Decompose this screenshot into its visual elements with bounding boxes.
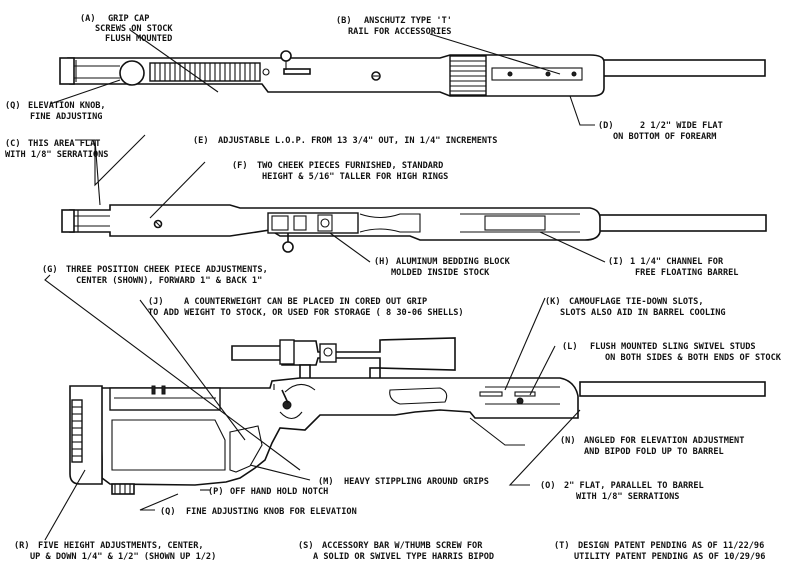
callout-G-line-2: CENTER (SHOWN), FORWARD 1" & BACK 1": [76, 276, 262, 286]
side-view-rifle-middle: [61, 204, 767, 253]
callout-Q-bottom-line-1: FINE ADJUSTING KNOB FOR ELEVATION: [186, 507, 357, 517]
callout-Q-top-letter: (Q): [5, 101, 21, 111]
callout-K-line-1: CAMOUFLAGE TIE-DOWN SLOTS,: [569, 297, 704, 307]
callout-L-letter: (L): [562, 342, 578, 352]
callout-P-line-1: OFF HAND HOLD NOTCH: [230, 487, 328, 497]
callout-Q-bottom: (Q) FINE ADJUSTING KNOB FOR ELEVATION: [160, 507, 357, 517]
callout-N-letter: (N): [560, 436, 576, 446]
callout-S-line-1: ACCESSORY BAR W/THUMB SCREW FOR: [322, 541, 483, 551]
callout-H-line-1: ALUMINUM BEDDING BLOCK: [396, 257, 511, 267]
callout-A: (A) GRIP CAP SCREWS ON STOCK FLUSH MOUNT…: [80, 14, 173, 44]
callout-G-line-1: THREE POSITION CHEEK PIECE ADJUSTMENTS,: [66, 265, 268, 275]
callout-E-line-1: ADJUSTABLE L.O.P. FROM 13 3/4" OUT, IN 1…: [218, 136, 497, 146]
callout-O: (O) 2" FLAT, PARALLEL TO BARREL WITH 1/8…: [540, 481, 704, 502]
callout-N: (N) ANGLED FOR ELEVATION ADJUSTMENT AND …: [560, 436, 744, 457]
callout-P: (P) OFF HAND HOLD NOTCH: [208, 487, 328, 497]
callout-M-letter: (M): [318, 477, 334, 487]
callout-Q-top-line-1: ELEVATION KNOB,: [28, 101, 106, 111]
callout-C: (C) THIS AREA FLAT WITH 1/8" SERRATIONS: [5, 139, 108, 160]
callout-H: (H) ALUMINUM BEDDING BLOCK MOLDED INSIDE…: [374, 257, 511, 278]
callout-F-line-2: HEIGHT & 5/16" TALLER FOR HIGH RINGS: [262, 172, 448, 182]
callout-L-line-2: ON BOTH SIDES & BOTH ENDS OF STOCK: [605, 353, 782, 363]
callout-O-letter: (O): [540, 481, 556, 491]
callout-G-letter: (G): [42, 265, 58, 275]
callout-T-line-1: DESIGN PATENT PENDING AS OF 11/22/96: [578, 541, 764, 551]
callout-F-line-1: TWO CHEEK PIECES FURNISHED, STANDARD: [257, 161, 443, 171]
callout-E: (E) ADJUSTABLE L.O.P. FROM 13 3/4" OUT, …: [193, 136, 497, 146]
callout-M-line-1: HEAVY STIPPLING AROUND GRIPS: [344, 477, 489, 487]
callout-K-letter: (K): [545, 297, 561, 307]
callout-N-line-1: ANGLED FOR ELEVATION ADJUSTMENT: [584, 436, 744, 446]
callout-Q-top-line-2: FINE ADJUSTING: [30, 112, 102, 122]
callout-O-line-1: 2" FLAT, PARALLEL TO BARREL: [564, 481, 704, 491]
callout-B-letter: (B): [336, 16, 352, 26]
side-view-rifle-bottom: [69, 337, 766, 495]
callout-R: (R) FIVE HEIGHT ADJUSTMENTS, CENTER, UP …: [14, 541, 216, 562]
callout-E-letter: (E): [193, 136, 209, 146]
callout-J: (J) A COUNTERWEIGHT CAN BE PLACED IN COR…: [148, 297, 464, 318]
callout-S-line-2: A SOLID OR SWIVEL TYPE HARRIS BIPOD: [313, 552, 494, 562]
callout-C-letter: (C): [5, 139, 21, 149]
callout-B-line-2: RAIL FOR ACCESSORIES: [348, 27, 451, 37]
callout-T: (T) DESIGN PATENT PENDING AS OF 11/22/96…: [554, 541, 765, 562]
callout-A-line-1: GRIP CAP: [108, 14, 149, 24]
top-view-rifle: [59, 50, 766, 97]
callout-J-letter: (J): [148, 297, 164, 307]
callout-C-line-2: WITH 1/8" SERRATIONS: [5, 150, 108, 160]
callout-C-line-1: THIS AREA FLAT: [28, 139, 100, 149]
callout-R-line-2: UP & DOWN 1/4" & 1/2" (SHOWN UP 1/2): [30, 552, 216, 562]
callout-A-line-3: FLUSH MOUNTED: [105, 34, 172, 44]
callout-H-letter: (H): [374, 257, 390, 267]
top-serrations: [154, 63, 256, 81]
callout-L: (L) FLUSH MOUNTED SLING SWIVEL STUDS ON …: [562, 342, 782, 363]
callout-S: (S) ACCESSORY BAR W/THUMB SCREW FOR A SO…: [298, 541, 494, 562]
callout-L-line-1: FLUSH MOUNTED SLING SWIVEL STUDS: [590, 342, 756, 352]
callout-R-letter: (R): [14, 541, 30, 551]
callout-I: (I) 1 1/4" CHANNEL FOR FREE FLOATING BAR…: [608, 257, 738, 278]
callout-D-line-1: 2 1/2" WIDE FLAT: [640, 121, 723, 131]
callout-B: (B) ANSCHUTZ TYPE 'T' RAIL FOR ACCESSORI…: [336, 16, 452, 37]
callout-D-line-2: ON BOTTOM OF FOREARM: [613, 132, 716, 142]
callout-T-letter: (T): [554, 541, 570, 551]
callout-J-line-2: TO ADD WEIGHT TO STOCK, OR USED FOR STOR…: [148, 308, 464, 318]
callout-S-letter: (S): [298, 541, 314, 551]
callout-D: (D) 2 1/2" WIDE FLAT ON BOTTOM OF FOREAR…: [598, 121, 723, 142]
callout-H-line-2: MOLDED INSIDE STOCK: [391, 268, 490, 278]
leader-lines: [44, 28, 606, 541]
callout-I-line-1: 1 1/4" CHANNEL FOR: [630, 257, 724, 267]
callout-J-line-1: A COUNTERWEIGHT CAN BE PLACED IN CORED O…: [184, 297, 427, 307]
callout-R-line-1: FIVE HEIGHT ADJUSTMENTS, CENTER,: [38, 541, 204, 551]
callout-Q-top: (Q) ELEVATION KNOB, FINE ADJUSTING: [5, 101, 106, 122]
callout-A-letter: (A): [80, 14, 96, 24]
elevation-knob-icon: [119, 60, 145, 86]
callout-F-letter: (F): [232, 161, 248, 171]
callout-T-line-2: UTILITY PATENT PENDING AS OF 10/29/96: [574, 552, 765, 562]
callout-G: (G) THREE POSITION CHEEK PIECE ADJUSTMEN…: [42, 265, 268, 286]
callout-O-line-2: WITH 1/8" SERRATIONS: [576, 492, 679, 502]
callout-I-line-2: FREE FLOATING BARREL: [635, 268, 738, 278]
callout-A-line-2: SCREWS ON STOCK: [95, 24, 173, 34]
callout-F: (F) TWO CHEEK PIECES FURNISHED, STANDARD…: [232, 161, 448, 182]
callout-N-line-2: AND BIPOD FOLD UP TO BARREL: [584, 447, 724, 457]
callout-K: (K) CAMOUFLAGE TIE-DOWN SLOTS, SLOTS ALS…: [545, 297, 726, 318]
callout-P-letter: (P): [208, 487, 224, 497]
callout-K-line-2: SLOTS ALSO AID IN BARREL COOLING: [560, 308, 726, 318]
callout-Q-bottom-letter: (Q): [160, 507, 176, 517]
callout-D-letter: (D): [598, 121, 614, 131]
callout-I-letter: (I): [608, 257, 624, 267]
callout-B-line-1: ANSCHUTZ TYPE 'T': [364, 16, 452, 26]
callout-M: (M) HEAVY STIPPLING AROUND GRIPS: [318, 477, 489, 487]
